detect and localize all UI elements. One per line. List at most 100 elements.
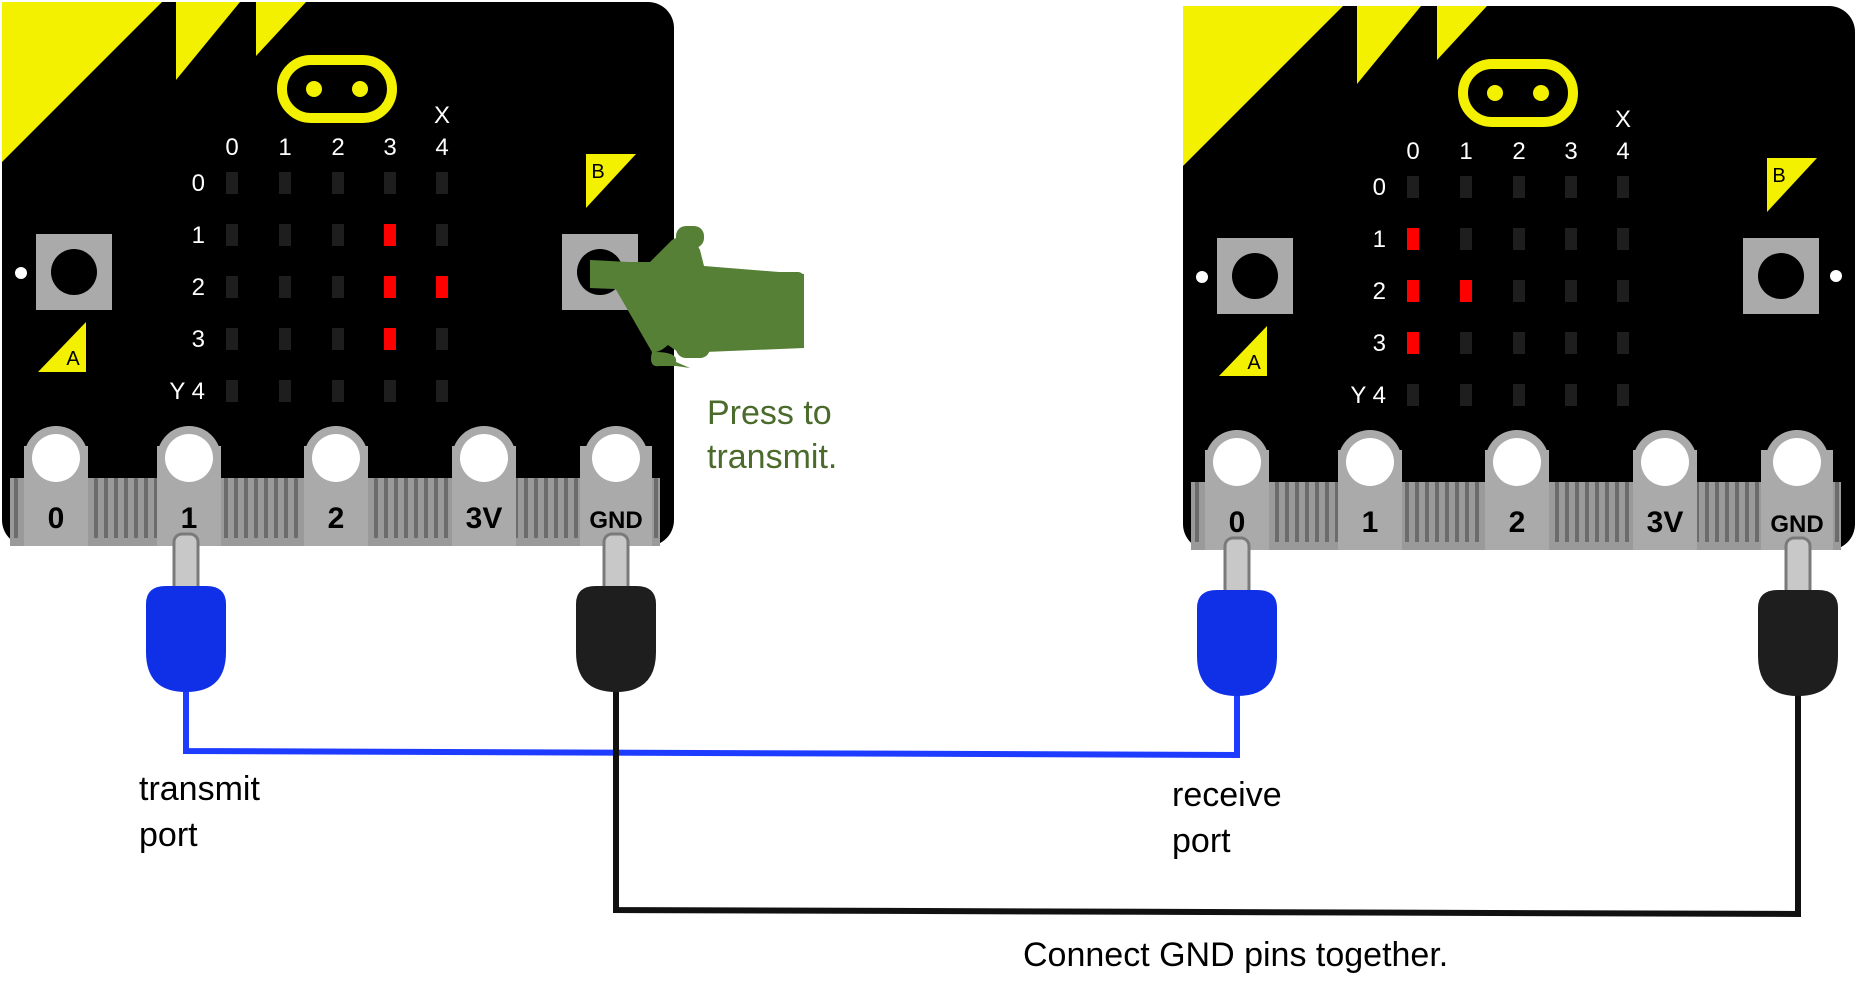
led-off xyxy=(1617,280,1629,302)
button-a-dot xyxy=(1196,271,1208,283)
gnd-connect-note: Connect GND pins together. xyxy=(1023,936,1448,974)
led-off xyxy=(332,224,344,246)
led-column-label: 0 xyxy=(225,134,238,161)
led-off xyxy=(226,328,238,350)
button-b-label: B xyxy=(591,161,604,183)
led-off xyxy=(1617,176,1629,198)
led-off xyxy=(436,380,448,402)
gnd-clip-right xyxy=(1758,536,1838,696)
receive-port-label-line1: receive xyxy=(1172,776,1282,814)
led-off xyxy=(1565,384,1577,406)
button-b-marker xyxy=(1767,158,1817,212)
led-on xyxy=(1407,228,1419,250)
board-body xyxy=(2,2,674,546)
button-b-marker xyxy=(586,154,636,208)
led-row-label: 0 xyxy=(1373,174,1386,201)
led-off xyxy=(1565,280,1577,302)
led-off xyxy=(1460,332,1472,354)
led-off xyxy=(1565,228,1577,250)
pin-label: GND xyxy=(1770,511,1823,538)
button-b-dot xyxy=(1830,270,1842,282)
logo-dot xyxy=(352,81,368,97)
gnd-clip-left xyxy=(576,532,656,692)
led-off xyxy=(279,224,291,246)
pin-label: 3V xyxy=(1647,506,1684,539)
button-a-label: A xyxy=(66,348,80,370)
led-off xyxy=(1460,384,1472,406)
pin-hole xyxy=(1641,438,1689,486)
led-column-label: 3 xyxy=(383,134,396,161)
led-row-label: 3 xyxy=(192,326,205,353)
receive-port-label-line2: port xyxy=(1172,822,1231,860)
led-off xyxy=(1407,176,1419,198)
button-b-label: B xyxy=(1772,165,1785,187)
led-on xyxy=(1407,280,1419,302)
pin-hole xyxy=(1773,438,1821,486)
led-on xyxy=(1460,280,1472,302)
led-off xyxy=(226,172,238,194)
led-column-label: 2 xyxy=(331,134,344,161)
signal-wire xyxy=(183,690,1240,759)
led-off xyxy=(279,172,291,194)
button-a-marker xyxy=(1219,326,1267,376)
led-off xyxy=(1565,332,1577,354)
corner-stripe xyxy=(1183,6,1343,166)
led-on xyxy=(384,224,396,246)
button-a-cap xyxy=(1232,253,1278,299)
corner-stripe xyxy=(2,2,162,162)
led-off xyxy=(279,276,291,298)
led-on xyxy=(384,328,396,350)
led-row-label: Y 4 xyxy=(169,378,205,405)
led-row-label: Y 4 xyxy=(1350,382,1386,409)
pin-hole xyxy=(165,434,213,482)
led-off xyxy=(226,224,238,246)
led-on xyxy=(384,276,396,298)
pin-label: 0 xyxy=(48,502,65,535)
microbit-logo-icon xyxy=(1458,59,1578,127)
button-a-marker xyxy=(38,322,86,372)
x-axis-label: X xyxy=(434,102,450,129)
led-off xyxy=(384,172,396,194)
pin-label: 1 xyxy=(181,502,198,535)
led-row-label: 3 xyxy=(1373,330,1386,357)
led-column-label: 2 xyxy=(1512,138,1525,165)
press-label-line2: transmit. xyxy=(707,438,837,476)
led-off xyxy=(279,380,291,402)
led-off xyxy=(1460,228,1472,250)
pin-label: 2 xyxy=(328,502,345,535)
led-off xyxy=(436,172,448,194)
pin-label: 1 xyxy=(1362,506,1379,539)
led-off xyxy=(1513,332,1525,354)
pin-hole xyxy=(32,434,80,482)
pin-label: GND xyxy=(589,507,642,534)
transmit-port-label-line2: port xyxy=(139,816,198,854)
led-row-label: 1 xyxy=(1373,226,1386,253)
led-off xyxy=(1617,332,1629,354)
receive-clip xyxy=(1197,536,1277,696)
x-axis-label: X xyxy=(1615,106,1631,133)
led-off xyxy=(1513,228,1525,250)
led-off xyxy=(384,380,396,402)
led-off xyxy=(332,328,344,350)
led-off xyxy=(1617,384,1629,406)
led-column-label: 4 xyxy=(435,134,448,161)
corner-stripe xyxy=(256,2,306,56)
led-row-label: 2 xyxy=(192,274,205,301)
led-row-label: 1 xyxy=(192,222,205,249)
pin-hole xyxy=(592,434,640,482)
led-column-label: 0 xyxy=(1406,138,1419,165)
pin-label: 2 xyxy=(1509,506,1526,539)
pin-label: 0 xyxy=(1229,506,1246,539)
ground-wire xyxy=(613,690,1801,918)
led-row-label: 0 xyxy=(192,170,205,197)
led-off xyxy=(1565,176,1577,198)
pointing-hand-icon xyxy=(590,226,804,368)
transmit-clip xyxy=(146,532,226,692)
led-off xyxy=(279,328,291,350)
led-off xyxy=(332,276,344,298)
led-off xyxy=(226,276,238,298)
